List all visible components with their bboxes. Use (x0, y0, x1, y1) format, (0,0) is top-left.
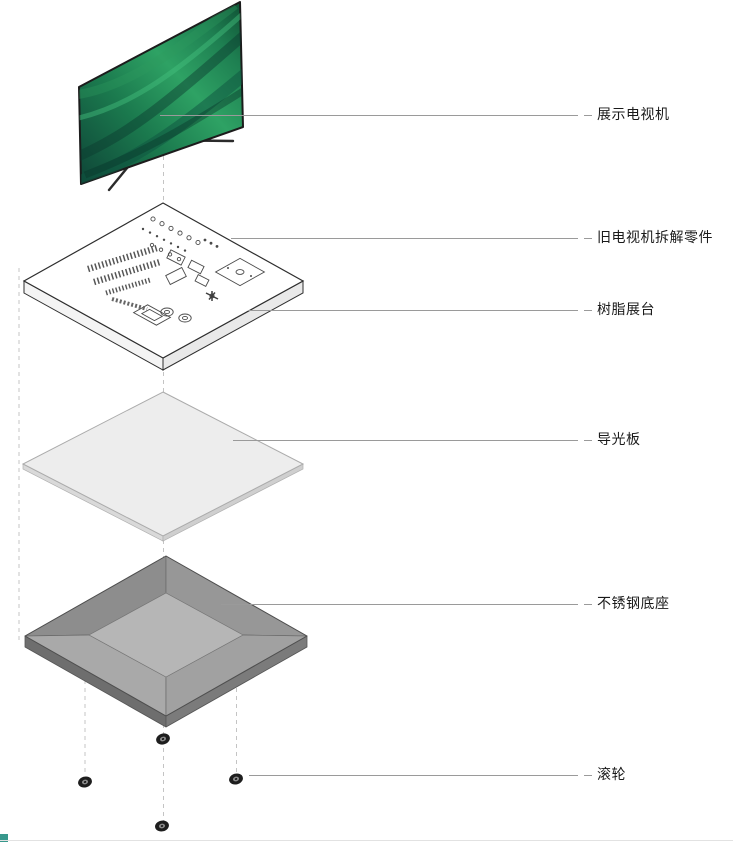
disassembled-parts (87, 216, 266, 326)
caster-wheel-right (229, 773, 243, 785)
base-floor (88, 592, 244, 678)
caster-wheel-bottom (155, 820, 169, 832)
label-steel-base: 不锈钢底座 (597, 596, 670, 612)
light-guide-plate (21, 391, 305, 542)
screw-row (150, 216, 201, 246)
caster-wheel-top (156, 733, 170, 745)
plate-top (21, 391, 305, 537)
label-casters: 滚轮 (597, 767, 626, 783)
platform-top (22, 202, 305, 359)
tv-wallpaper-waves (79, 2, 243, 184)
page-bottom-artifacts (0, 834, 733, 842)
resin-platform (22, 202, 305, 371)
leader-lines (160, 115, 592, 776)
next-image-fragment (0, 834, 8, 842)
label-old-tv-parts: 旧电视机拆解零件 (597, 230, 713, 246)
label-resin-platform: 树脂展台 (597, 302, 655, 318)
small-screws-row (141, 227, 219, 252)
caster-wheel-left (78, 776, 92, 788)
caster-wheels (78, 733, 243, 832)
display-tv (78, 1, 244, 192)
label-light-guide-plate: 导光板 (597, 432, 641, 448)
frame-part (132, 304, 172, 326)
washer-rings (160, 307, 192, 323)
base-rim-outline (24, 555, 308, 717)
stainless-steel-base (24, 555, 308, 728)
coil-chains (87, 244, 161, 296)
chip-parts (165, 249, 210, 287)
circuit-board (214, 257, 266, 287)
tv-screen (78, 1, 244, 185)
gear-mark (205, 291, 219, 301)
label-display-tv: 展示电视机 (597, 107, 670, 123)
